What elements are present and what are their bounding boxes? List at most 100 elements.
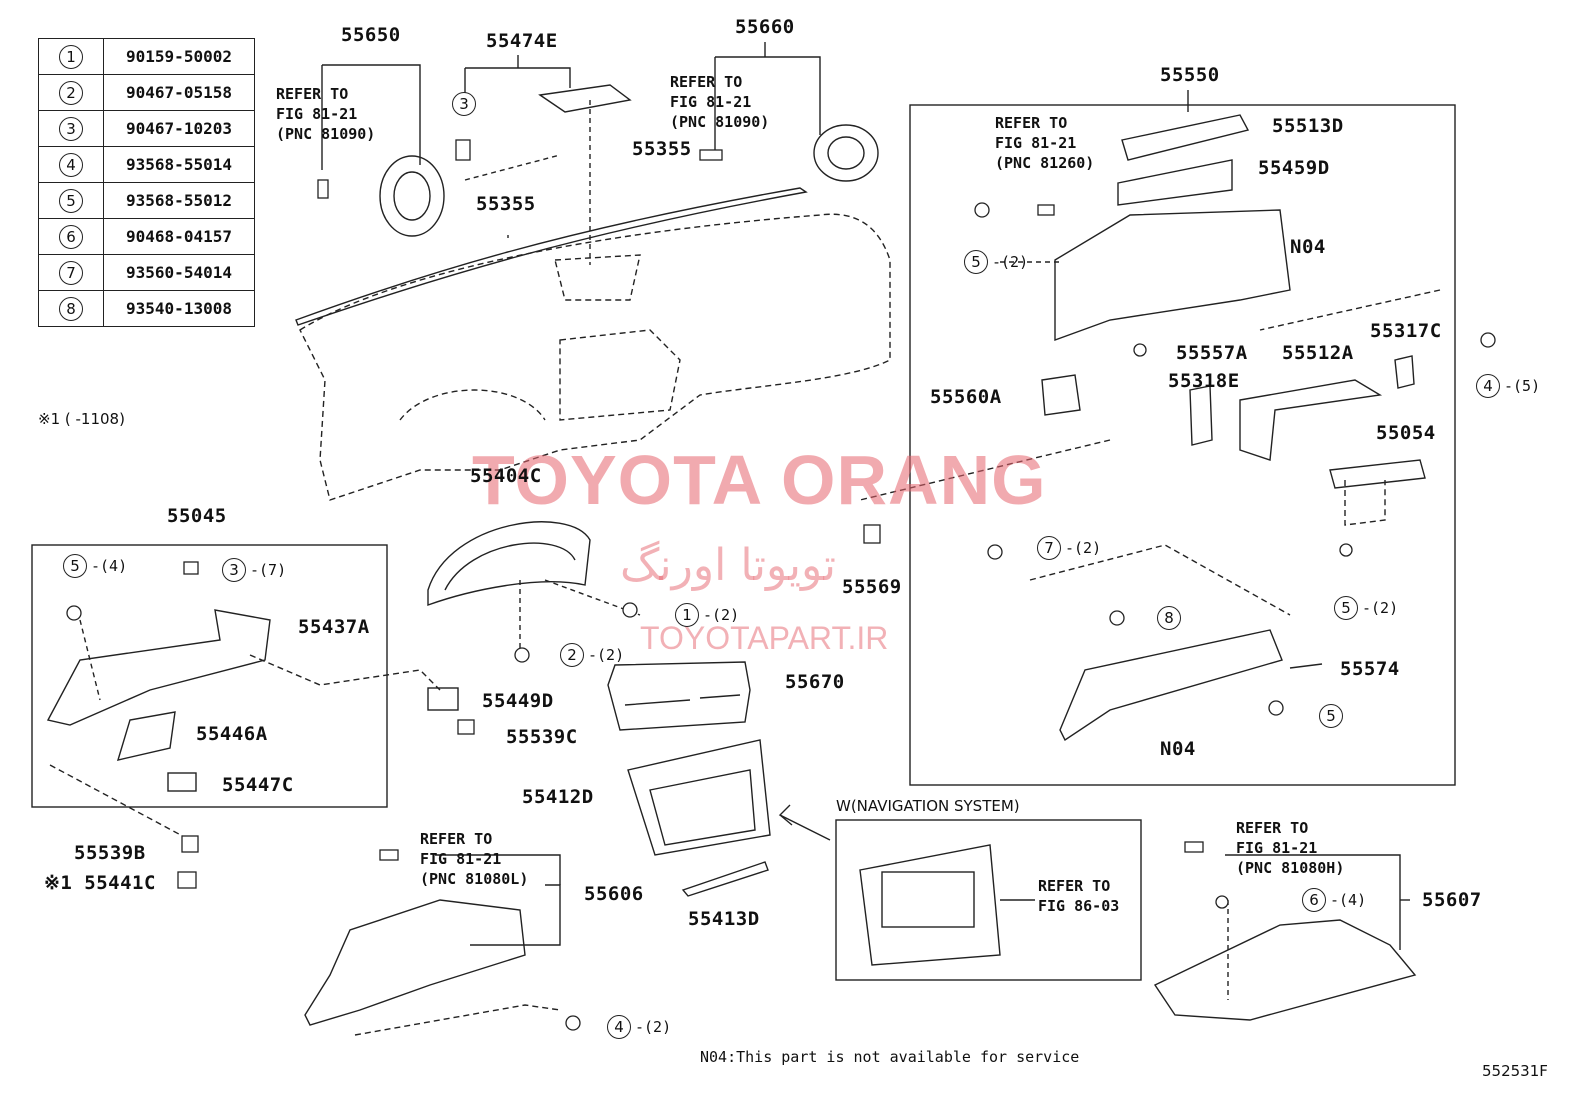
- part-label: 55557A: [1176, 342, 1248, 364]
- nav-system-title: W(NAVIGATION SYSTEM): [836, 797, 1020, 815]
- legend-part-number: 93560-54014: [103, 254, 255, 291]
- part-label: 55607: [1422, 889, 1482, 911]
- part-label: 55446A: [196, 723, 268, 745]
- part-label: N04: [1160, 738, 1196, 760]
- part-label: 55318E: [1168, 370, 1240, 392]
- refer-line: FIG 81-21: [420, 850, 502, 868]
- callout-number: 2: [560, 643, 584, 667]
- part-label: 55513D: [1272, 115, 1344, 137]
- refer-block: REFER TO FIG 81-21 (PNC 81260): [995, 113, 1094, 173]
- part-label: 55437A: [298, 616, 370, 638]
- part-label: 55355: [476, 193, 536, 215]
- fastener-callout: 5-(4): [63, 554, 127, 578]
- callout-qty: -(2): [1362, 599, 1399, 617]
- part-label: 55355: [632, 138, 692, 160]
- refer-line: (PNC 81080H): [1236, 859, 1345, 877]
- fastener-callout: 4-(5): [1476, 374, 1540, 398]
- watermark-brand: TOYOTA ORANG: [472, 441, 1047, 519]
- part-label: 55412D: [522, 786, 594, 808]
- fastener-callout: 2-(2): [560, 643, 624, 667]
- legend-number-cell: 2: [38, 74, 104, 111]
- part-label: 55512A: [1282, 342, 1354, 364]
- part-label: 55459D: [1258, 157, 1330, 179]
- refer-block: REFER TO FIG 81-21 (PNC 81080L): [420, 829, 528, 889]
- fastener-callout: 5: [1319, 704, 1347, 728]
- callout-number: 3: [222, 558, 246, 582]
- refer-line: REFER TO: [1236, 819, 1309, 837]
- callout-qty: -(2): [992, 253, 1029, 271]
- callout-number: 5: [964, 250, 988, 274]
- refer-line: REFER TO: [670, 73, 743, 91]
- callout-qty: -(2): [1065, 539, 1102, 557]
- legend-part-number: 90467-05158: [103, 74, 255, 111]
- refer-block: REFER TO FIG 81-21 (PNC 81090): [276, 84, 375, 144]
- callout-number: 3: [452, 92, 476, 116]
- legend-number: 7: [59, 260, 83, 285]
- part-label: 55660: [735, 16, 795, 38]
- legend-number: 6: [59, 224, 83, 249]
- callout-number: 4: [1476, 374, 1500, 398]
- refer-block: REFER TO FIG 81-21 (PNC 81080H): [1236, 818, 1344, 878]
- part-label: 55447C: [222, 774, 294, 796]
- callout-qty: -(2): [588, 646, 625, 664]
- part-label: 55606: [584, 883, 644, 905]
- part-label: 55474E: [486, 30, 558, 52]
- callout-number: 1: [675, 603, 699, 627]
- refer-block: REFER TO FIG 86-03: [1038, 876, 1119, 916]
- legend-row: 7 93560-54014: [38, 254, 255, 291]
- refer-line: REFER TO: [1038, 877, 1111, 895]
- refer-line: FIG 81-21: [670, 93, 752, 111]
- callout-qty: -(2): [703, 606, 740, 624]
- part-label: ※1 55441C: [44, 872, 156, 894]
- footer-note: N04:This part is not available for servi…: [700, 1048, 1080, 1066]
- legend-number-cell: 5: [38, 182, 104, 219]
- legend-number: 5: [59, 188, 83, 213]
- callout-number: 5: [1334, 596, 1358, 620]
- part-label: 55045: [167, 505, 227, 527]
- legend-part-number: 93568-55012: [103, 182, 255, 219]
- refer-line: FIG 81-21: [276, 105, 358, 123]
- legend-row: 5 93568-55012: [38, 182, 255, 219]
- callout-number: 5: [63, 554, 87, 578]
- legend-part-number: 90159-50002: [103, 38, 255, 75]
- refer-line: (PNC 81080L): [420, 870, 529, 888]
- refer-line: FIG 86-03: [1038, 897, 1120, 915]
- refer-line: REFER TO: [276, 85, 349, 103]
- part-label: 55560A: [930, 386, 1002, 408]
- callout-qty: -(4): [1330, 891, 1367, 909]
- fastener-callout: 8: [1157, 606, 1185, 630]
- callout-number: 7: [1037, 536, 1061, 560]
- callout-qty: -(4): [91, 557, 128, 575]
- refer-line: REFER TO: [995, 114, 1068, 132]
- part-label: 55449D: [482, 690, 554, 712]
- refer-line: (PNC 81260): [995, 154, 1095, 172]
- note-star1: ※1 ( -1108): [38, 410, 125, 428]
- part-label: 55550: [1160, 64, 1220, 86]
- fastener-callout: 3: [452, 92, 480, 116]
- fastener-callout: 3-(7): [222, 558, 286, 582]
- refer-line: FIG 81-21: [1236, 839, 1318, 857]
- fastener-callout: 1-(2): [675, 603, 739, 627]
- fastener-callout: 7-(2): [1037, 536, 1101, 560]
- legend-number-cell: 7: [38, 254, 104, 291]
- figure-code: 552531F: [1482, 1062, 1548, 1080]
- legend-number: 4: [59, 152, 83, 177]
- callout-qty: -(2): [635, 1018, 672, 1036]
- legend-number-cell: 4: [38, 146, 104, 183]
- legend-number-cell: 8: [38, 290, 104, 327]
- part-label: N04: [1290, 236, 1326, 258]
- part-label: 55054: [1376, 422, 1436, 444]
- fastener-callout: 6-(4): [1302, 888, 1366, 912]
- legend-number: 8: [59, 296, 83, 321]
- callout-number: 5: [1319, 704, 1343, 728]
- callout-qty: -(5): [1504, 377, 1541, 395]
- legend-part-number: 93568-55014: [103, 146, 255, 183]
- legend-number-cell: 6: [38, 218, 104, 255]
- legend-part-number: 93540-13008: [103, 290, 255, 327]
- legend-part-number: 90467-10203: [103, 110, 255, 147]
- fastener-callout: 4-(2): [607, 1015, 671, 1039]
- legend-row: 8 93540-13008: [38, 290, 255, 327]
